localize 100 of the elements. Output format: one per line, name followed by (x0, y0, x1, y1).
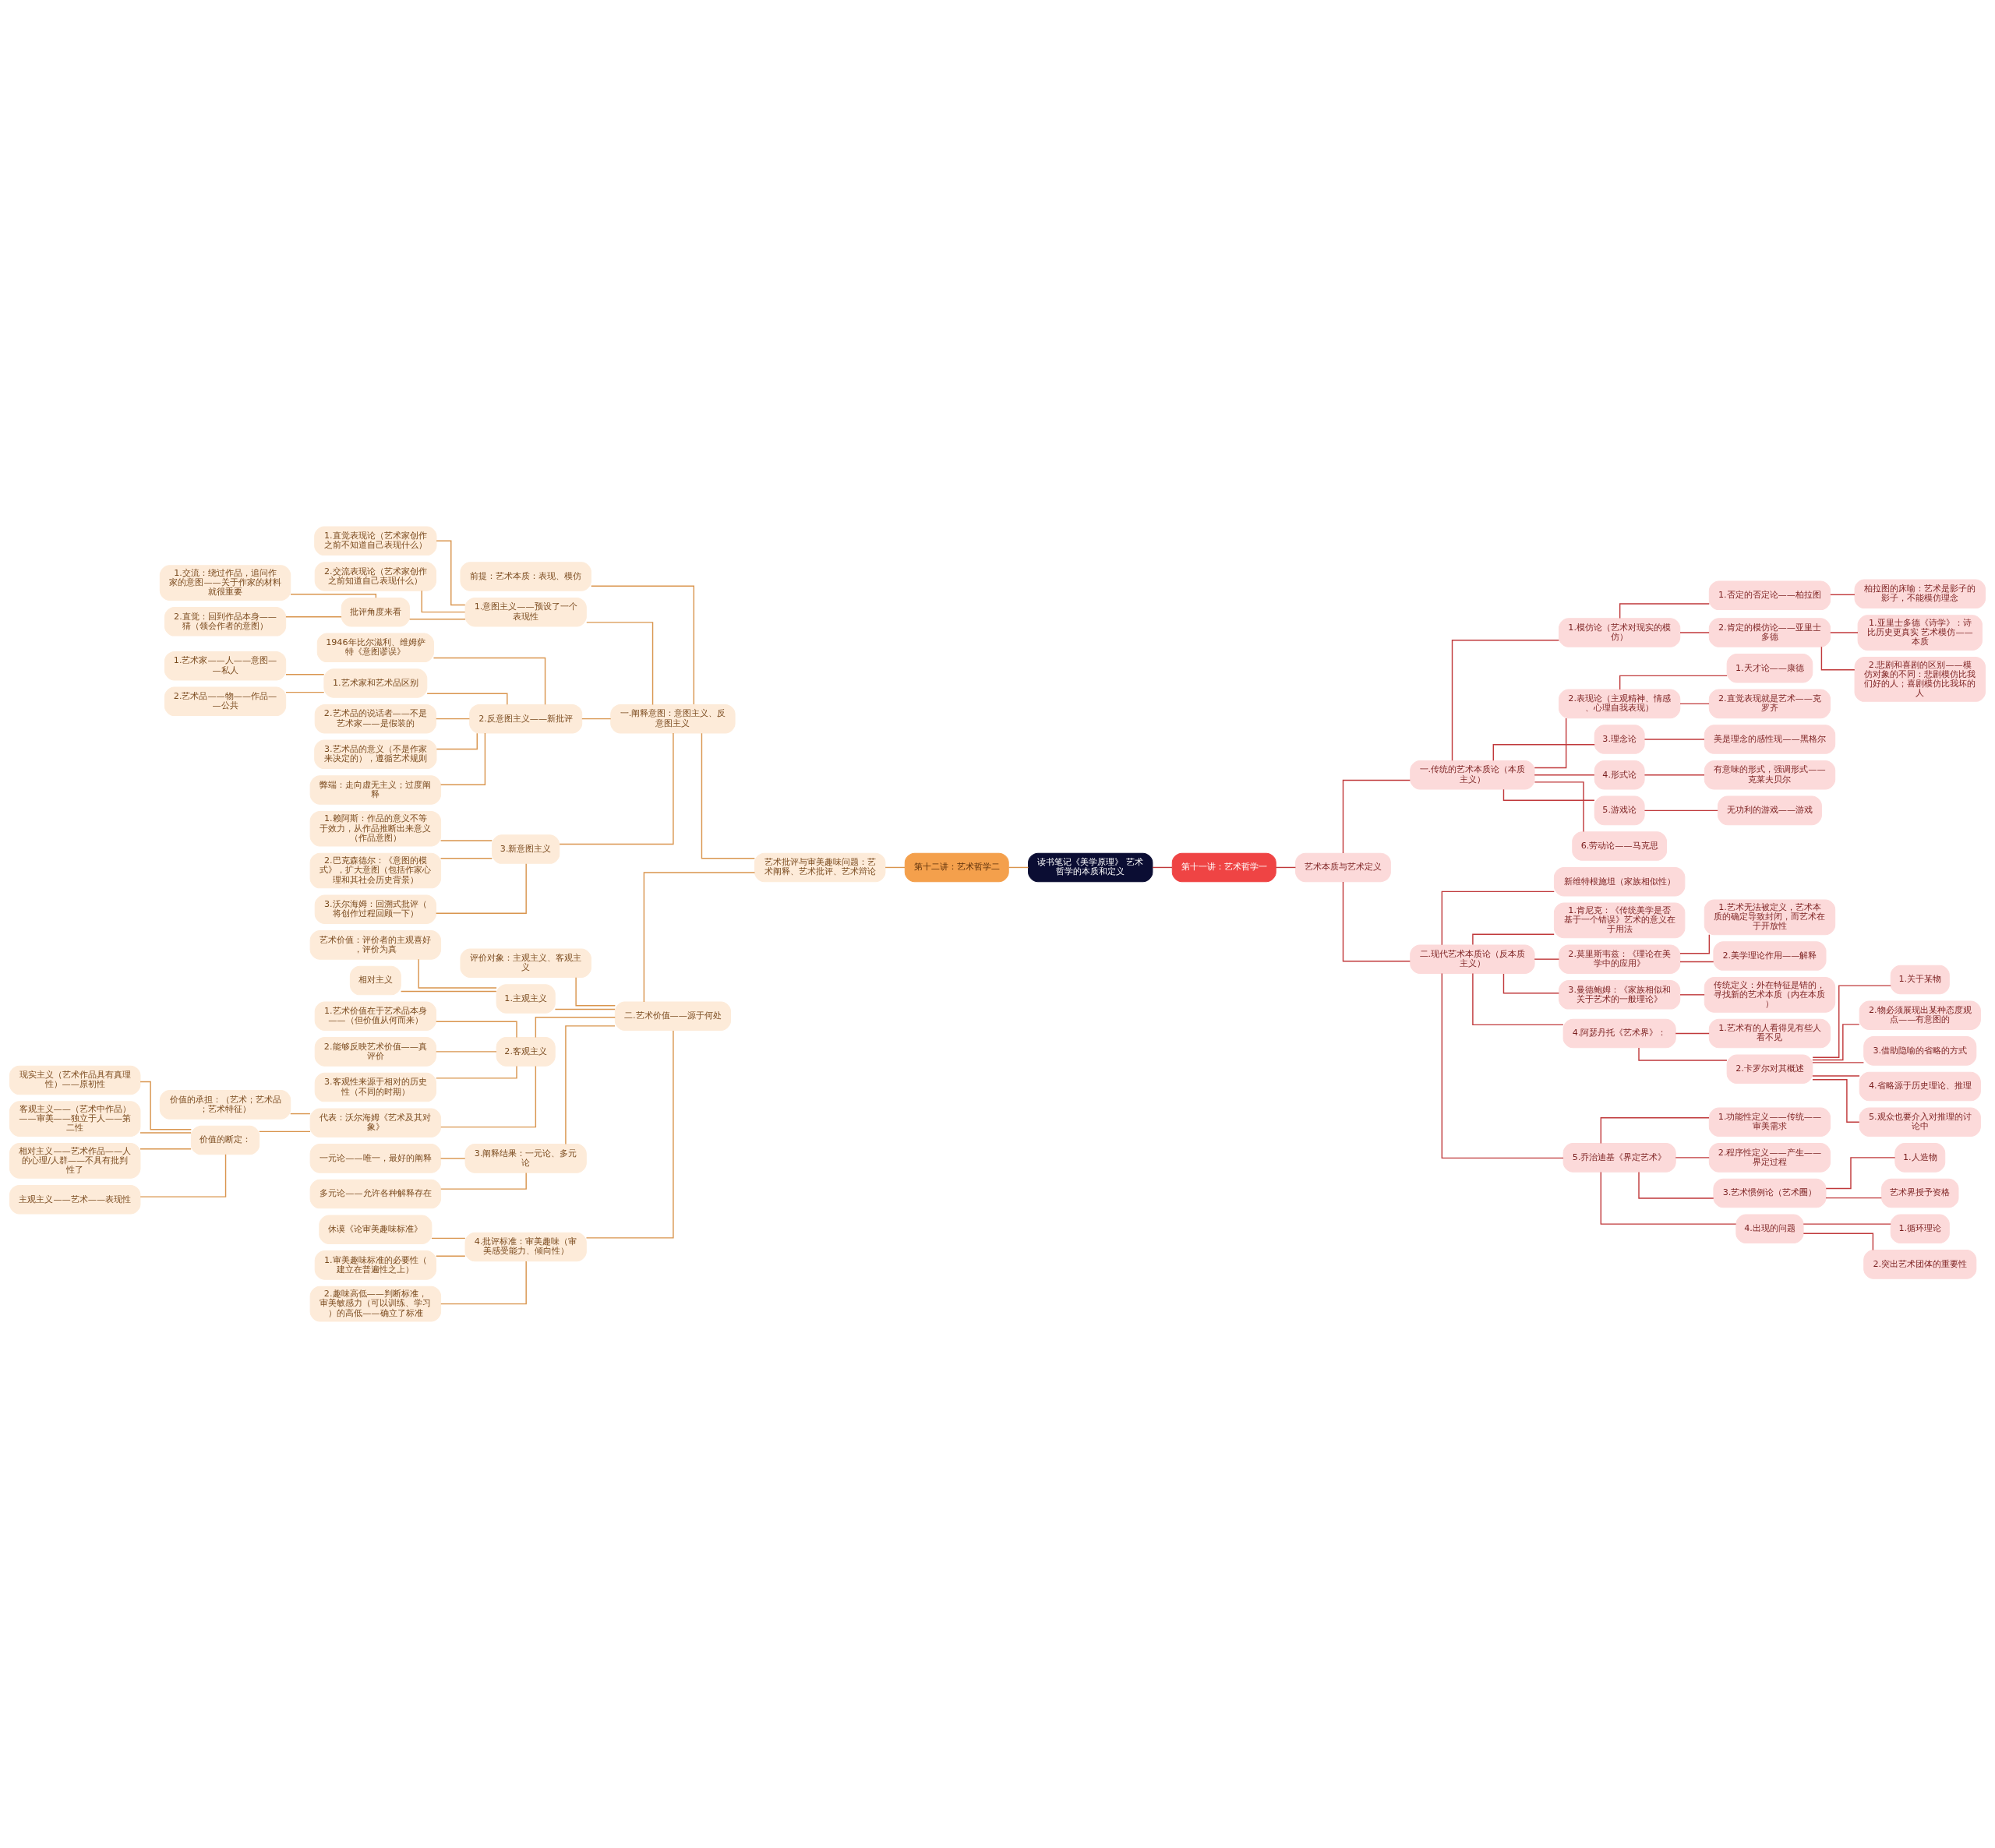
connector (575, 976, 616, 1007)
connector (1492, 744, 1595, 761)
node-box: 1.直觉表现论（艺术家创作之前不知道自己表现什么） (314, 526, 437, 556)
node-box: 1.艺术无法被定义，艺术本质的确定导致封闭，而艺术在于开放性 (1704, 899, 1836, 936)
node-box: 2.艺术品的说话者——不是艺术家——是假装的 (314, 704, 436, 734)
connector (290, 1113, 311, 1115)
node-box: 3.借助隐喻的省略的方式 (1863, 1036, 1977, 1066)
connector (1502, 973, 1560, 994)
connector (436, 1021, 517, 1039)
node-box: 2.程序性定义——产生——界定过程 (1708, 1143, 1831, 1173)
connector (1803, 1223, 1891, 1225)
node-box: 2.反意图主义——新批评 (469, 704, 583, 734)
connector (1502, 788, 1595, 801)
node-box: 3.新意图主义 (492, 834, 560, 864)
connector (408, 619, 466, 620)
connector (436, 1065, 517, 1079)
connector (1472, 933, 1555, 946)
node-box: 3.阐释结果：一元论、多元论 (464, 1144, 587, 1173)
node-box: 2.能够反映艺术价值——真评价 (314, 1037, 436, 1067)
node-box: 艺术批评与审美趣味问题：艺术阐释、艺术批评、艺术辩论 (754, 852, 886, 883)
node-box: 1.肯尼克：《传统美学是否基于一个错误》艺术的意义在于用法 (1553, 902, 1686, 939)
node-box: 1.人造物 (1894, 1143, 1946, 1173)
connector (440, 840, 493, 841)
node-box: 1.否定的否定论——柏拉图 (1708, 580, 1831, 611)
connector (400, 990, 497, 993)
node-box: 5.观众也要介入对推理的讨论中 (1859, 1107, 1981, 1137)
connector (1830, 594, 1856, 596)
node-box: 新维特根施坦（家族相似性） (1553, 866, 1686, 897)
connector (590, 585, 694, 705)
node-box: 传统定义：外在特征是错的，寻找新的艺术本质（内在本质） (1704, 977, 1836, 1013)
connector (436, 1051, 497, 1053)
connector (1275, 866, 1297, 869)
connector (1644, 774, 1705, 776)
node-box: 5.乔治迪基《界定艺术》 (1562, 1143, 1676, 1173)
connector (285, 616, 342, 618)
node-box: 主观主义——艺术——表现性 (9, 1184, 141, 1215)
node-box: 艺术本质与艺术定义 (1295, 852, 1391, 883)
node-box: 1946年比尔滋利、维姆萨特《意图谬误》 (316, 633, 434, 663)
connector (436, 1255, 466, 1257)
connector (1679, 632, 1710, 633)
node-box: 5.游戏论 (1594, 795, 1645, 826)
connector (1638, 1171, 1714, 1199)
connector (1820, 646, 1856, 671)
node-box: 1.主观主义 (496, 984, 556, 1014)
connector (1441, 972, 1564, 1159)
node-box: 一.传统的艺术本质论（本质主义） (1410, 760, 1535, 790)
connector (1825, 1157, 1896, 1190)
node-box: 有意味的形式，强调形式——克莱夫贝尔 (1704, 760, 1836, 790)
node-box: 2.趣味高低——判断标准，审美敏感力（可以训练、学习）的高低——确立了标准 (309, 1285, 442, 1322)
connector (436, 540, 466, 606)
connector (431, 1237, 466, 1240)
node-box: 前提：艺术本质：表现、模仿 (460, 562, 591, 591)
connector (1619, 603, 1710, 619)
connector (433, 657, 546, 705)
connector (426, 693, 508, 705)
connector (440, 1065, 537, 1128)
connector (1534, 774, 1595, 776)
connector (1679, 994, 1705, 996)
node-box: 1.功能性定义——传统——审美需求 (1708, 1107, 1831, 1137)
connector (1600, 1117, 1710, 1144)
node-box: 1.模仿论（艺术对现实的模仿） (1559, 618, 1681, 647)
connector (1679, 934, 1711, 954)
node-box: 1.审美趣味标准的必要性（建立在普遍性之上） (314, 1250, 436, 1280)
node-box: 1.交流：绕过作品，追问作家的意图——关于作家的材料就很重要 (159, 565, 291, 601)
node-box: 美是理念的感性现——黑格尔 (1704, 725, 1836, 754)
node-box: 1.艺术家——人——意图——私人 (164, 651, 287, 681)
connector (436, 732, 478, 750)
node-box: 弊端：走向虚无主义；过度阐释 (309, 775, 442, 805)
node-box: 一.阐释意图：意图主义、反意图主义 (610, 704, 736, 734)
node-box: 第十一讲：艺术哲学一 (1171, 852, 1276, 883)
connector (259, 1130, 311, 1133)
node-box: 客观主义——（艺术中作品）——审美——独立于人——第二性 (9, 1101, 141, 1137)
connector (1812, 1075, 1860, 1077)
node-box: 4.出现的问题 (1735, 1214, 1804, 1243)
node-box: 3.曼德鲍姆：《家族相似和关于艺术的一般理论》 (1559, 980, 1681, 1010)
node-box: 批评角度来看 (341, 597, 410, 627)
node-box: 二.艺术价值——源于何处 (614, 1001, 731, 1031)
connector (535, 1017, 616, 1039)
node-box: 1.亚里士多德《诗学》：诗比历史更真实 艺术模仿——本质 (1857, 615, 1983, 651)
node-box: 2.物必须展现出某种态度观点——有意图的 (1859, 1000, 1981, 1030)
node-box: 4.省略源于历史理论、推理 (1859, 1071, 1981, 1102)
connector (1600, 1171, 1737, 1225)
connector (436, 718, 471, 720)
node-box: 一元论——唯一，最好的阐释 (309, 1144, 442, 1173)
connector (1644, 809, 1718, 812)
connector (440, 1158, 466, 1159)
connector (1679, 961, 1714, 963)
connector (1825, 1197, 1882, 1199)
connector (1472, 972, 1564, 1026)
connector (1451, 639, 1560, 761)
node-box: 价值的断定： (190, 1125, 260, 1155)
connector (1675, 1032, 1710, 1035)
connector (440, 732, 486, 785)
connector (1619, 675, 1728, 690)
node-box: 多元论——允许各种解释存在 (309, 1179, 442, 1209)
connector (1812, 985, 1891, 1058)
node-box: 第十二讲：艺术哲学二 (904, 852, 1009, 883)
node-box: 2.突出艺术团体的重要性 (1863, 1250, 1977, 1279)
node-box: 2.直觉：回到作品本身——猜（领会作者的意图） (164, 607, 287, 637)
connector (440, 1172, 527, 1190)
